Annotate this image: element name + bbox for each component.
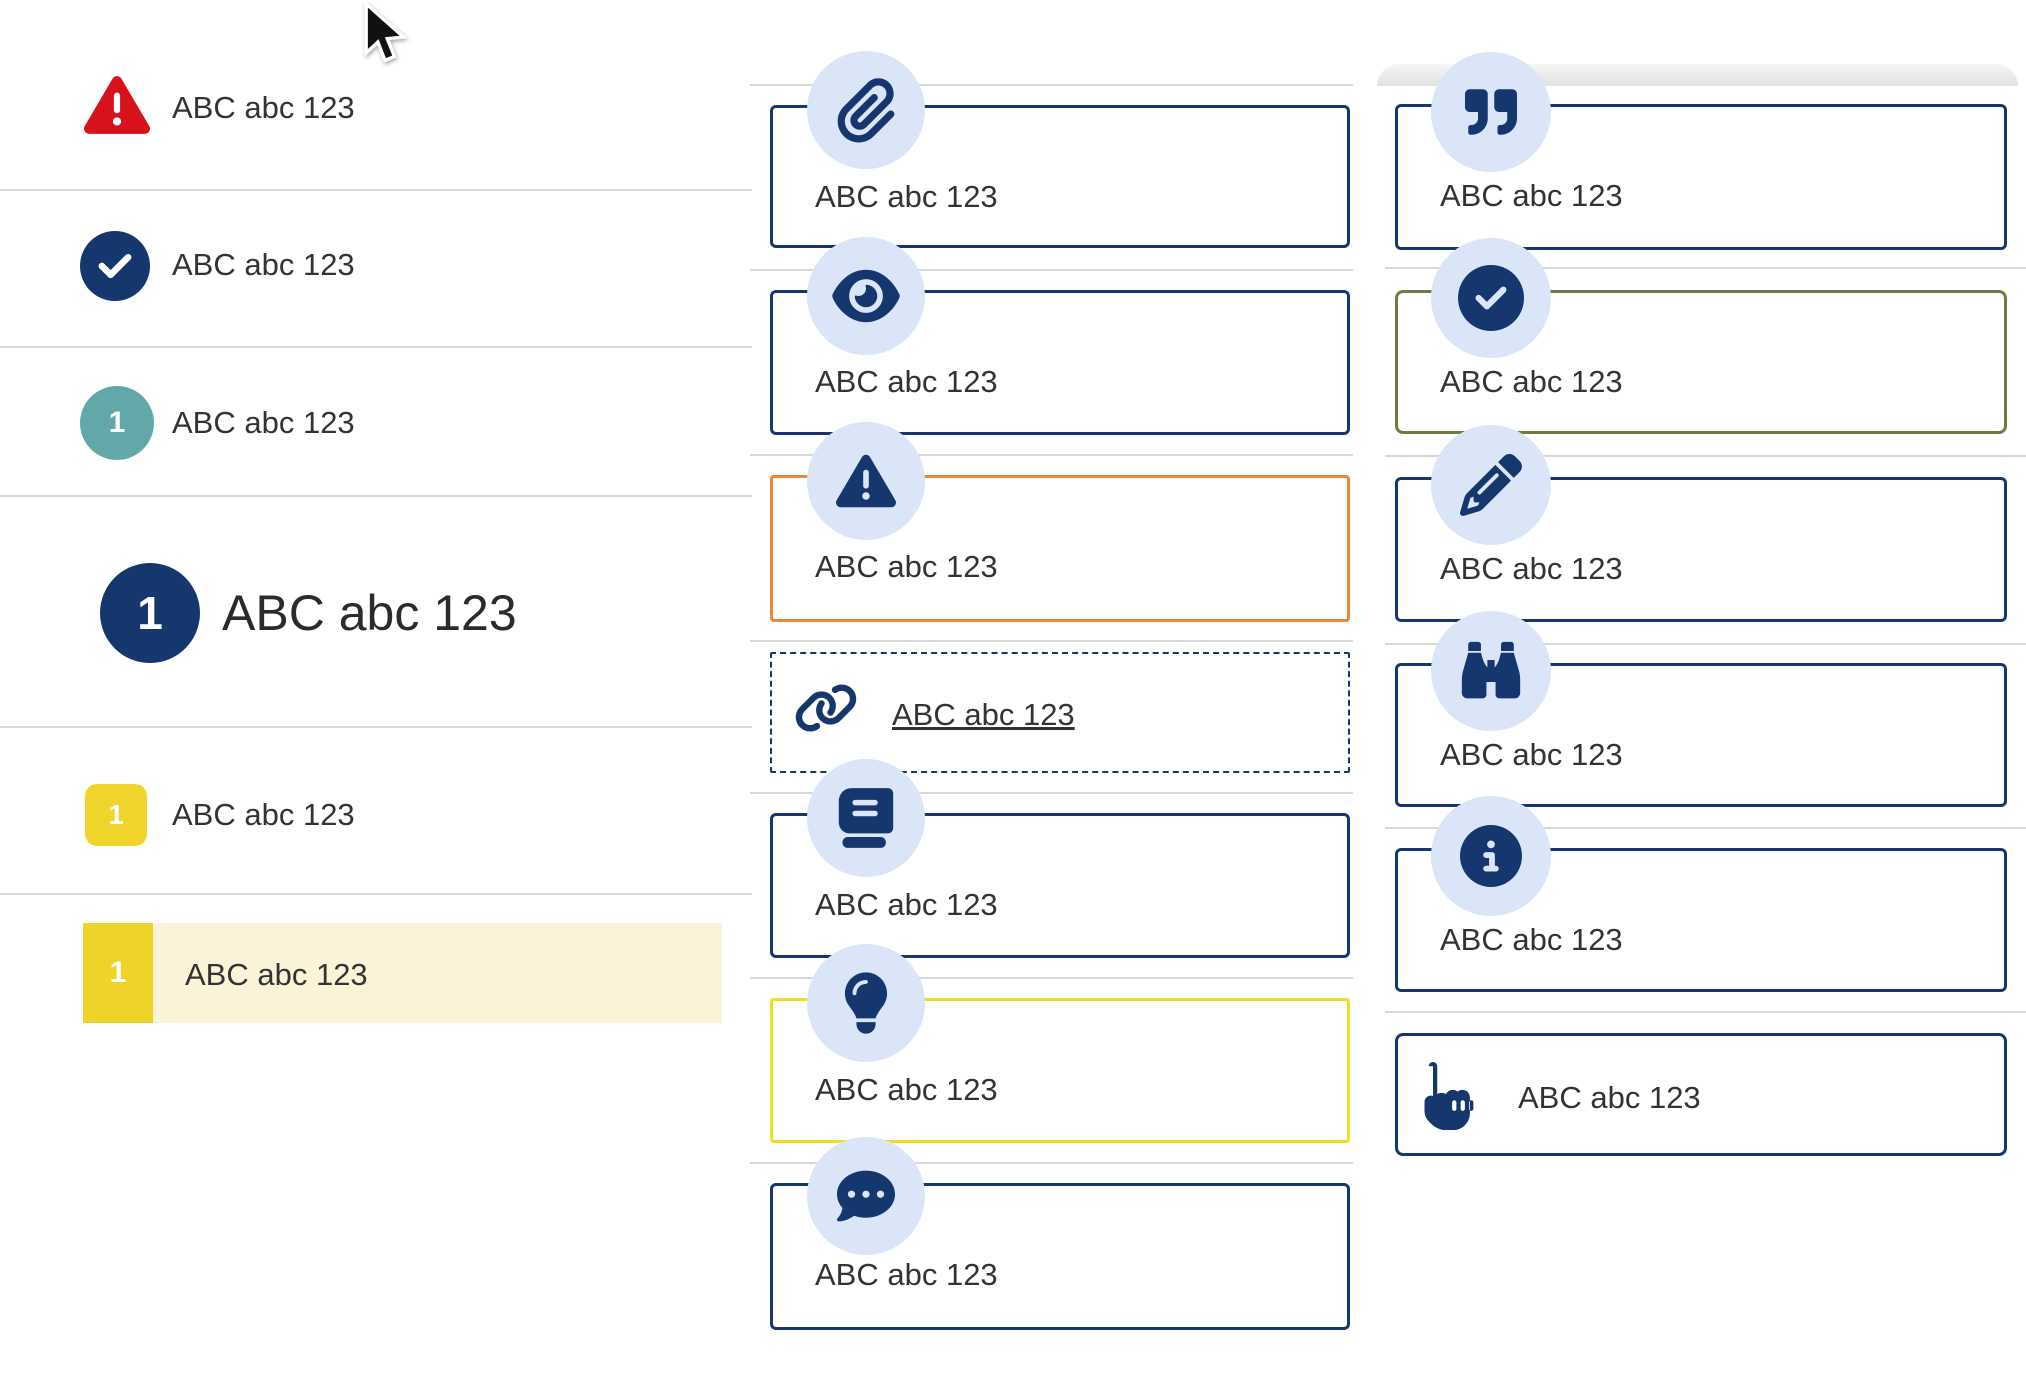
callout-idea: ABC abc 123 <box>770 998 1350 1143</box>
callout-warning: ABC abc 123 <box>770 475 1350 622</box>
divider <box>0 346 752 348</box>
divider <box>0 189 752 191</box>
heading-label: ABC abc 123 <box>222 585 517 641</box>
pencil-icon <box>1431 425 1551 545</box>
warning-triangle-icon <box>807 422 925 540</box>
info-circle-icon <box>1431 796 1551 916</box>
callout-label: ABC abc 123 <box>1440 364 1623 399</box>
link-icon <box>794 682 858 734</box>
divider <box>750 640 1353 642</box>
step-number-badge: 1 <box>80 386 154 460</box>
callout-label: ABC abc 123 <box>815 364 998 399</box>
warning-triangle-icon <box>81 72 153 138</box>
yellow-number-badge: 1 <box>83 923 153 1023</box>
list-item-label: ABC abc 123 <box>172 405 355 440</box>
divider <box>750 454 1353 456</box>
binoculars-icon <box>1431 611 1551 731</box>
divider <box>750 84 1353 86</box>
divider <box>1385 267 2026 269</box>
callout-label: ABC abc 123 <box>1518 1080 1701 1115</box>
divider <box>750 1162 1353 1164</box>
callout-pointer: ABC abc 123 <box>1395 1033 2007 1156</box>
yellow-number-badge: 1 <box>85 784 147 846</box>
highlight-background <box>83 923 722 1023</box>
callout-label: ABC abc 123 <box>1440 178 1623 213</box>
callout-label: ABC abc 123 <box>815 1072 998 1107</box>
check-circle-icon <box>1431 238 1551 358</box>
eye-icon <box>807 237 925 355</box>
book-icon <box>807 759 925 877</box>
divider <box>1385 643 2026 645</box>
paperclip-icon <box>807 51 925 169</box>
list-item-label: ABC abc 123 <box>172 247 355 282</box>
check-circle-icon <box>80 231 150 301</box>
callout-label: ABC abc 123 <box>1440 551 1623 586</box>
callout-label: ABC abc 123 <box>815 549 998 584</box>
list-item-label: ABC abc 123 <box>172 90 355 125</box>
mouse-cursor <box>362 2 408 66</box>
callout-label: ABC abc 123 <box>815 179 998 214</box>
divider <box>0 893 752 895</box>
heading-number-badge: 1 <box>100 563 200 663</box>
list-item-label: ABC abc 123 <box>185 957 368 992</box>
divider <box>0 495 752 497</box>
callout-link-text[interactable]: ABC abc 123 <box>892 697 1075 732</box>
callout-label: ABC abc 123 <box>815 887 998 922</box>
divider <box>1385 827 2026 829</box>
quote-icon <box>1431 52 1551 172</box>
divider <box>1385 455 2026 457</box>
hand-point-up-icon <box>1424 1062 1476 1130</box>
speech-bubble-icon <box>807 1137 925 1255</box>
list-item-label: ABC abc 123 <box>172 797 355 832</box>
callout-label: ABC abc 123 <box>1440 737 1623 772</box>
divider <box>750 792 1353 794</box>
lightbulb-icon <box>807 944 925 1062</box>
divider <box>1385 1011 2026 1013</box>
divider <box>750 977 1353 979</box>
callout-label: ABC abc 123 <box>815 1257 998 1292</box>
divider <box>0 726 752 728</box>
callout-label: ABC abc 123 <box>1440 922 1623 957</box>
divider <box>750 269 1353 271</box>
callout-link: ABC abc 123 <box>770 652 1350 773</box>
